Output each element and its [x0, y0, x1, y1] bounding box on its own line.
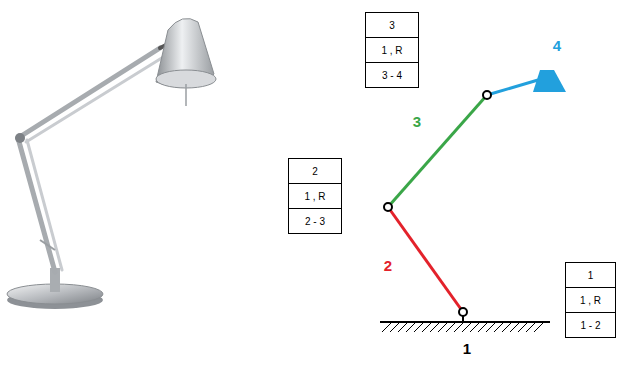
table-cell: 1 , R: [365, 37, 419, 63]
table-cell: 1 - 2: [565, 312, 616, 338]
table-cell: 1 , R: [288, 183, 342, 209]
link-2: [388, 207, 463, 312]
link-number: 4: [544, 34, 570, 56]
link-number: 1: [454, 337, 480, 359]
revolute-joint: [384, 203, 392, 211]
table-cell: 1: [565, 262, 616, 288]
link-4: [487, 80, 538, 95]
lamp-head-symbol: [533, 70, 566, 92]
desk-lamp-photo: [7, 18, 216, 309]
table-cell: 3 - 4: [365, 62, 419, 88]
ground-symbol: [380, 316, 550, 332]
revolute-joint: [483, 91, 491, 99]
table-cell: 3: [365, 12, 419, 38]
table-cell: 1 , R: [565, 287, 616, 313]
link-number: 2: [375, 254, 401, 276]
link-3: [388, 95, 487, 207]
table-cell: 2 - 3: [288, 208, 342, 234]
table-cell: 2: [288, 158, 342, 184]
revolute-joint: [459, 308, 467, 316]
link-number: 3: [404, 110, 430, 132]
